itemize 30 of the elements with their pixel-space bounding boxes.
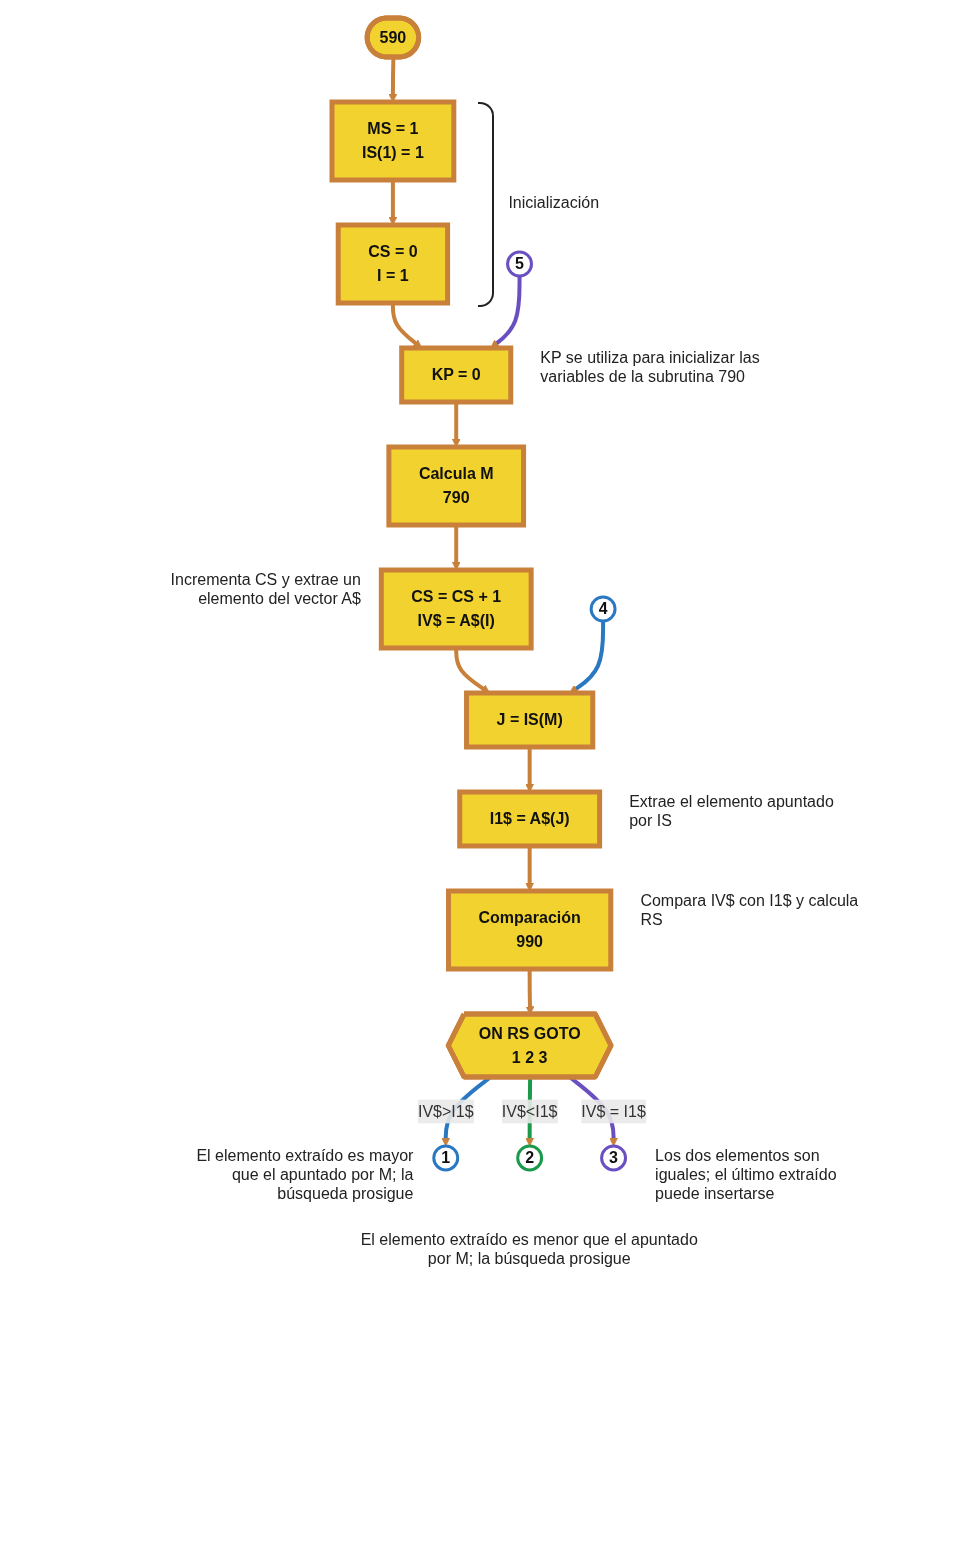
- arrow: [451, 525, 461, 571]
- node-box: Comparación 990: [445, 888, 613, 972]
- node-circle: 1: [431, 1144, 459, 1172]
- node-circle: 4: [589, 595, 617, 623]
- edge-label: IV$>I1$: [417, 1102, 474, 1120]
- node-box: J = IS(M): [463, 690, 595, 750]
- annotation-text: Compara IV$ con I1$ y calcula RS: [640, 891, 860, 930]
- annotation-text: El elemento extraído es menor que el apuntado por M; la búsqueda prosigue: [359, 1229, 699, 1269]
- annotation-text: Inicialización: [508, 193, 601, 213]
- node-box: KP = 0: [398, 345, 513, 405]
- annotation-text: Los dos elementos son iguales; el último extraído puede insertarse: [655, 1145, 838, 1204]
- node-box: I1$ = A$(J): [456, 789, 602, 849]
- edge-label: IV$<I1$: [501, 1102, 558, 1120]
- node-box: CS = 0 I = 1: [335, 222, 450, 306]
- arrow: [525, 969, 534, 1015]
- node-circle: 2: [515, 1144, 543, 1172]
- annotation-text: Incrementa CS y extrae un elemento del vector A$: [169, 570, 361, 609]
- node-box: CS = CS + 1 IV$ = A$(I): [378, 567, 534, 651]
- arrow: [524, 846, 534, 892]
- node-circle: 3: [599, 1144, 627, 1172]
- node-box: MS = 1 IS(1) = 1: [329, 99, 456, 183]
- node-box: Calcula M 790: [385, 444, 526, 528]
- annotation-text: KP se utiliza para inicializar las variables de la subrutina 790: [540, 348, 761, 387]
- annotation-text: Extrae el elemento apuntado por IS: [629, 792, 835, 831]
- arrow: [388, 180, 397, 226]
- arrow: [451, 402, 461, 448]
- arrow: [524, 747, 534, 793]
- node-circle: 5: [505, 250, 533, 278]
- annotation-text: El elemento extraído es mayor que el apuntado por M; la búsqueda prosigue: [195, 1145, 414, 1204]
- edge-label: IV$ = I1$: [580, 1102, 646, 1120]
